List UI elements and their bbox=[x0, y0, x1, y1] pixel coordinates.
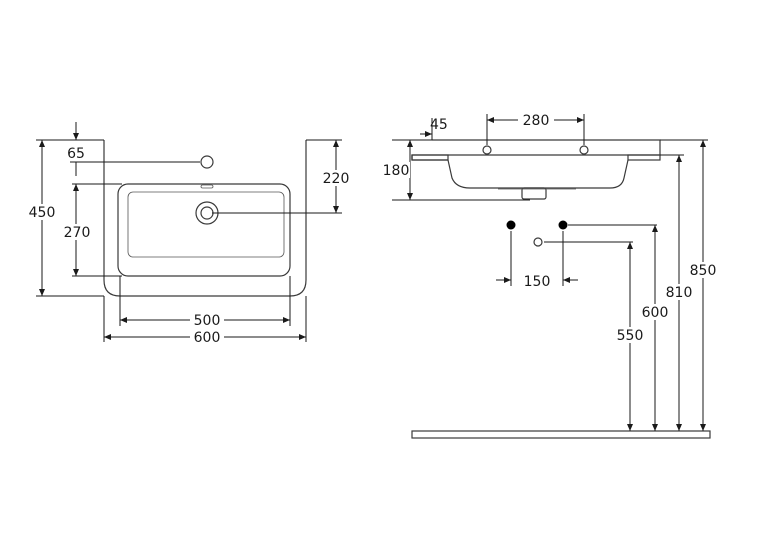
drain-outlet bbox=[533, 237, 543, 247]
dim-label-150: 150 bbox=[524, 274, 551, 290]
dim-label-65: 65 bbox=[67, 146, 85, 162]
bracket-hole-left bbox=[482, 145, 492, 155]
bowl-outer-rim bbox=[117, 183, 291, 277]
bowl-inner bbox=[127, 191, 285, 258]
dim-label-550: 550 bbox=[617, 328, 644, 344]
dim-label-180: 180 bbox=[383, 163, 410, 179]
overflow-slot bbox=[200, 184, 214, 189]
dim-label-810: 810 bbox=[666, 285, 693, 301]
dim-label-600: 600 bbox=[194, 330, 221, 346]
dim-label-280: 280 bbox=[523, 113, 550, 129]
side-view: 280 45 180 150 850 81 bbox=[380, 112, 718, 439]
drain-inner bbox=[200, 206, 214, 220]
basin-outer-outline bbox=[103, 140, 307, 297]
floor-line bbox=[411, 430, 711, 439]
bowl-side-profile bbox=[447, 159, 629, 189]
dim-label-270: 270 bbox=[64, 225, 91, 241]
dim-label-45: 45 bbox=[430, 117, 448, 133]
top-view: 600 500 450 270 65 220 bbox=[28, 122, 352, 346]
dim-label-600-side: 600 bbox=[642, 305, 669, 321]
tap-hole bbox=[200, 155, 214, 169]
dim-label-500: 500 bbox=[194, 313, 221, 329]
basin-side-rim bbox=[411, 139, 661, 161]
water-inlet-right bbox=[558, 220, 568, 230]
drain-stub bbox=[521, 187, 547, 200]
bracket-hole-right bbox=[579, 145, 589, 155]
rim-left-block bbox=[411, 154, 449, 161]
dim-label-850: 850 bbox=[690, 263, 717, 279]
rim-right-block bbox=[627, 154, 661, 161]
water-inlet-left bbox=[506, 220, 516, 230]
dim-label-450: 450 bbox=[29, 205, 56, 221]
dim-label-220: 220 bbox=[323, 171, 350, 187]
